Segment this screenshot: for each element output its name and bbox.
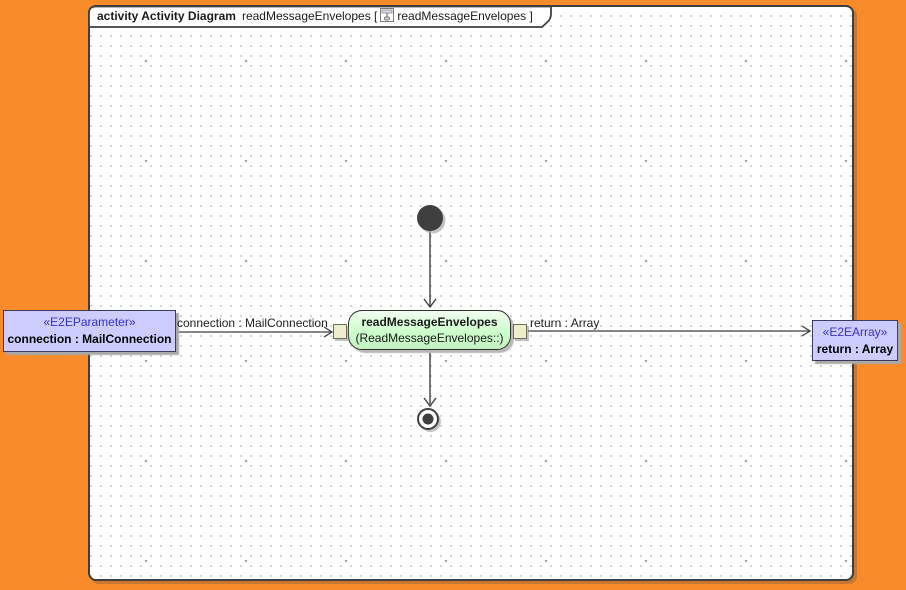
diagram-context-label: readMessageEnvelopes ] [397, 9, 533, 23]
parameter-name-label: return : Array [816, 342, 894, 356]
stereotype-label: «E2EParameter» [43, 315, 136, 329]
action-name-label: readMessageEnvelopes [361, 315, 498, 329]
frame-header-title: activity Activity Diagram readMessageEnve… [97, 5, 533, 27]
output-parameter-node[interactable]: «E2EArray» return : Array [812, 320, 898, 361]
input-pin[interactable] [333, 324, 347, 339]
action-signature-label: (ReadMessageEnvelopes::) [355, 331, 504, 345]
action-node-readMessageEnvelopes[interactable]: readMessageEnvelopes (ReadMessageEnvelop… [348, 310, 511, 350]
diagram-name-label: readMessageEnvelopes [ [241, 9, 378, 23]
stereotype-label: «E2EArray» [822, 325, 888, 339]
output-flow-label[interactable]: return : Array [530, 316, 600, 330]
activity-diagram-icon [380, 7, 395, 22]
output-pin[interactable] [513, 324, 527, 339]
input-parameter-node[interactable]: «E2EParameter» connection : MailConnecti… [3, 310, 176, 352]
input-flow-label[interactable]: connection : MailConnection [177, 316, 328, 330]
diagram-kind-label: activity Activity Diagram [97, 9, 236, 23]
parameter-name-label: connection : MailConnection [7, 332, 172, 346]
activity-diagram-canvas[interactable] [88, 5, 854, 581]
